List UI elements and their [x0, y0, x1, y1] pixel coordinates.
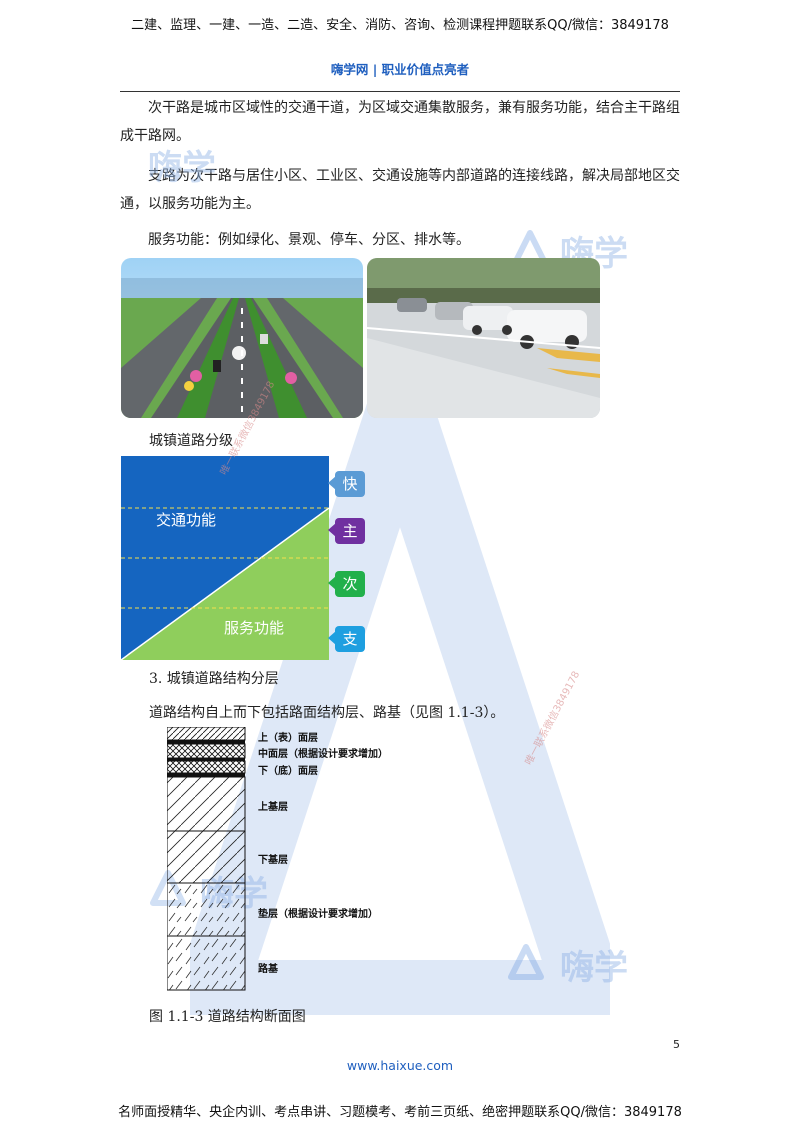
road-grading-diagram: [121, 456, 329, 660]
service-function-label: 服务功能: [224, 619, 285, 637]
layer-label-surface-middle: 中面层（根据设计要求增加）: [258, 749, 388, 760]
haixue-watermark-triangle: [190, 395, 610, 1015]
grade-badge-branch: 支: [335, 626, 365, 652]
header-divider: [120, 91, 680, 92]
bottom-contact-banner: 名师面授精华、央企内训、考点串讲、习题模考、考前三页纸、绝密押题联系QQ/微信：…: [118, 1105, 682, 1120]
page-number: 5: [673, 1038, 680, 1051]
badge-arrow: [328, 523, 336, 537]
figure-caption: 图 1.1-3 道路结构断面图: [149, 1009, 306, 1025]
badge-arrow: [328, 476, 336, 490]
layer-label-surface-bottom: 下（底）面层: [258, 766, 318, 777]
layer-label-lower-base: 下基层: [258, 855, 288, 866]
section-heading: 3. 城镇道路结构分层: [149, 671, 279, 687]
site-header: 嗨学网 | 职业价值点亮者: [330, 62, 470, 77]
road-render-image: [121, 258, 363, 418]
brand-watermark-4: 嗨学: [560, 940, 628, 989]
layer-label-upper-base: 上基层: [258, 802, 288, 813]
brand-watermark-text: 嗨学: [560, 948, 628, 988]
brand-watermark-1: 嗨学: [148, 140, 216, 189]
layer-label-cushion: 垫层（根据设计要求增加）: [258, 909, 378, 920]
roadside-parking-image: [367, 258, 600, 418]
top-contact-banner: 二建、监理、一建、一造、二造、安全、消防、咨询、检测课程押题联系QQ/微信：38…: [131, 18, 669, 33]
grade-badge-secondary: 次: [335, 571, 365, 597]
brand-watermark-text: 嗨学: [148, 148, 216, 188]
paragraph-secondary-road: 次干路是城市区域性的交通干道，为区域交通集散服务，兼有服务功能，结合主干路组成干…: [120, 100, 680, 144]
paragraph-structure-intro: 道路结构自上而下包括路面结构层、路基（见图 1.1-3）。: [149, 705, 505, 721]
brand-watermark-logo-icon: [508, 944, 544, 980]
traffic-function-label: 交通功能: [156, 511, 217, 529]
paragraph-branch-road: 支路为次干路与居住小区、工业区、交通设施等内部道路的连接线路，解决局部地区交通，…: [120, 168, 680, 212]
layer-label-surface-top: 上（表）面层: [258, 733, 318, 744]
grade-badge-expressway: 快: [335, 471, 365, 497]
badge-arrow: [328, 631, 336, 645]
grading-diagram-caption: 城镇道路分级: [149, 433, 233, 449]
paragraph-service-function: 服务功能：例如绿化、景观、停车、分区、排水等。: [148, 232, 470, 248]
layer-label-subgrade: 路基: [258, 964, 278, 975]
badge-arrow: [328, 576, 336, 590]
road-structure-section-diagram: [167, 727, 246, 991]
footer-url-link[interactable]: www.haixue.com: [346, 1058, 454, 1073]
grade-badge-trunk: 主: [335, 518, 365, 544]
